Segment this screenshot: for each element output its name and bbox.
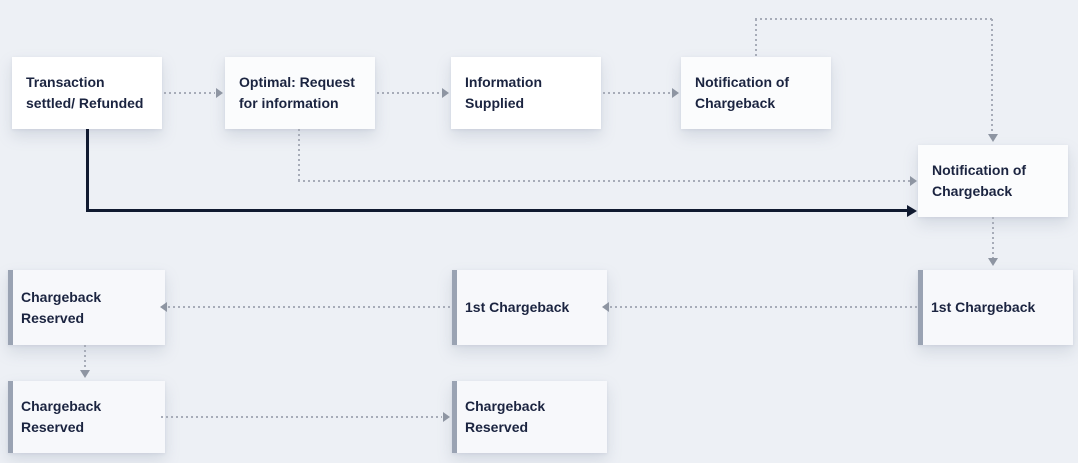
node-label: Notification of Chargeback	[932, 162, 1027, 199]
edge-reserved-to-reserved-middle-line	[161, 416, 442, 418]
edge-first-chargeback-to-reserved-arrowhead	[160, 302, 167, 312]
node-label: Information Supplied	[465, 74, 542, 111]
node-transaction-settled: Transaction settled/ Refunded	[12, 57, 162, 129]
node-chargeback-reserved-left-bottom: Chargeback Reserved	[8, 381, 165, 453]
edge-information-to-notification-arrowhead	[672, 88, 679, 98]
edge-reserved-top-to-bottom-line	[84, 345, 86, 371]
edge-notification-over-top-arrowhead	[988, 134, 998, 142]
edge-transaction-to-optimal-arrowhead	[216, 88, 223, 98]
edge-notification-to-first-chargeback-arrowhead	[988, 258, 998, 266]
node-information-supplied: Information Supplied	[451, 57, 601, 129]
node-label: Chargeback Reserved	[465, 398, 546, 435]
edge-notification-over-top-segment-across	[755, 18, 993, 20]
edge-first-chargeback-to-reserved-line	[168, 306, 452, 308]
node-first-chargeback-right: 1st Chargeback	[918, 270, 1073, 345]
edge-notification-to-first-chargeback-line	[992, 217, 994, 259]
edge-reserved-to-reserved-middle-arrowhead	[443, 412, 450, 422]
edge-optimal-to-notification-right-segment-across	[298, 180, 910, 182]
node-label: 1st Chargeback	[931, 299, 1036, 315]
node-optimal-request: Optimal: Request for information	[225, 57, 375, 129]
edge-optimal-to-notification-right-segment-down	[298, 129, 300, 181]
node-chargeback-reserved-middle: Chargeback Reserved	[452, 381, 607, 453]
node-label: Notification of Chargeback	[695, 74, 790, 111]
node-label: Chargeback Reserved	[21, 398, 102, 435]
edge-first-chargeback-right-to-middle-arrowhead	[602, 302, 609, 312]
edge-transaction-to-notification-right-segment-across	[86, 209, 907, 212]
edge-transaction-to-optimal-line	[164, 92, 215, 94]
edge-first-chargeback-right-to-middle-line	[610, 306, 918, 308]
node-notification-chargeback-top: Notification of Chargeback	[681, 57, 831, 129]
edge-reserved-top-to-bottom-arrowhead	[80, 370, 90, 378]
node-label: Transaction settled/ Refunded	[26, 74, 144, 111]
node-notification-chargeback-right: Notification of Chargeback	[918, 145, 1068, 217]
node-label: Chargeback Reserved	[21, 288, 102, 326]
edge-optimal-to-information-arrowhead	[442, 88, 449, 98]
node-first-chargeback-middle: 1st Chargeback	[452, 270, 607, 345]
node-label: 1st Chargeback	[465, 299, 570, 315]
edge-notification-over-top-segment-up	[755, 19, 757, 57]
edge-optimal-to-information-line	[377, 92, 441, 94]
edge-notification-over-top-segment-down	[991, 19, 993, 135]
edge-transaction-to-notification-right-arrowhead	[907, 205, 917, 217]
node-label: Optimal: Request for information	[239, 74, 355, 111]
edge-optimal-to-notification-right-arrowhead	[910, 176, 917, 186]
node-chargeback-reserved-left-top: Chargeback Reserved	[8, 270, 165, 345]
edge-transaction-to-notification-right-segment-down	[86, 129, 89, 212]
edge-information-to-notification-line	[603, 92, 671, 94]
